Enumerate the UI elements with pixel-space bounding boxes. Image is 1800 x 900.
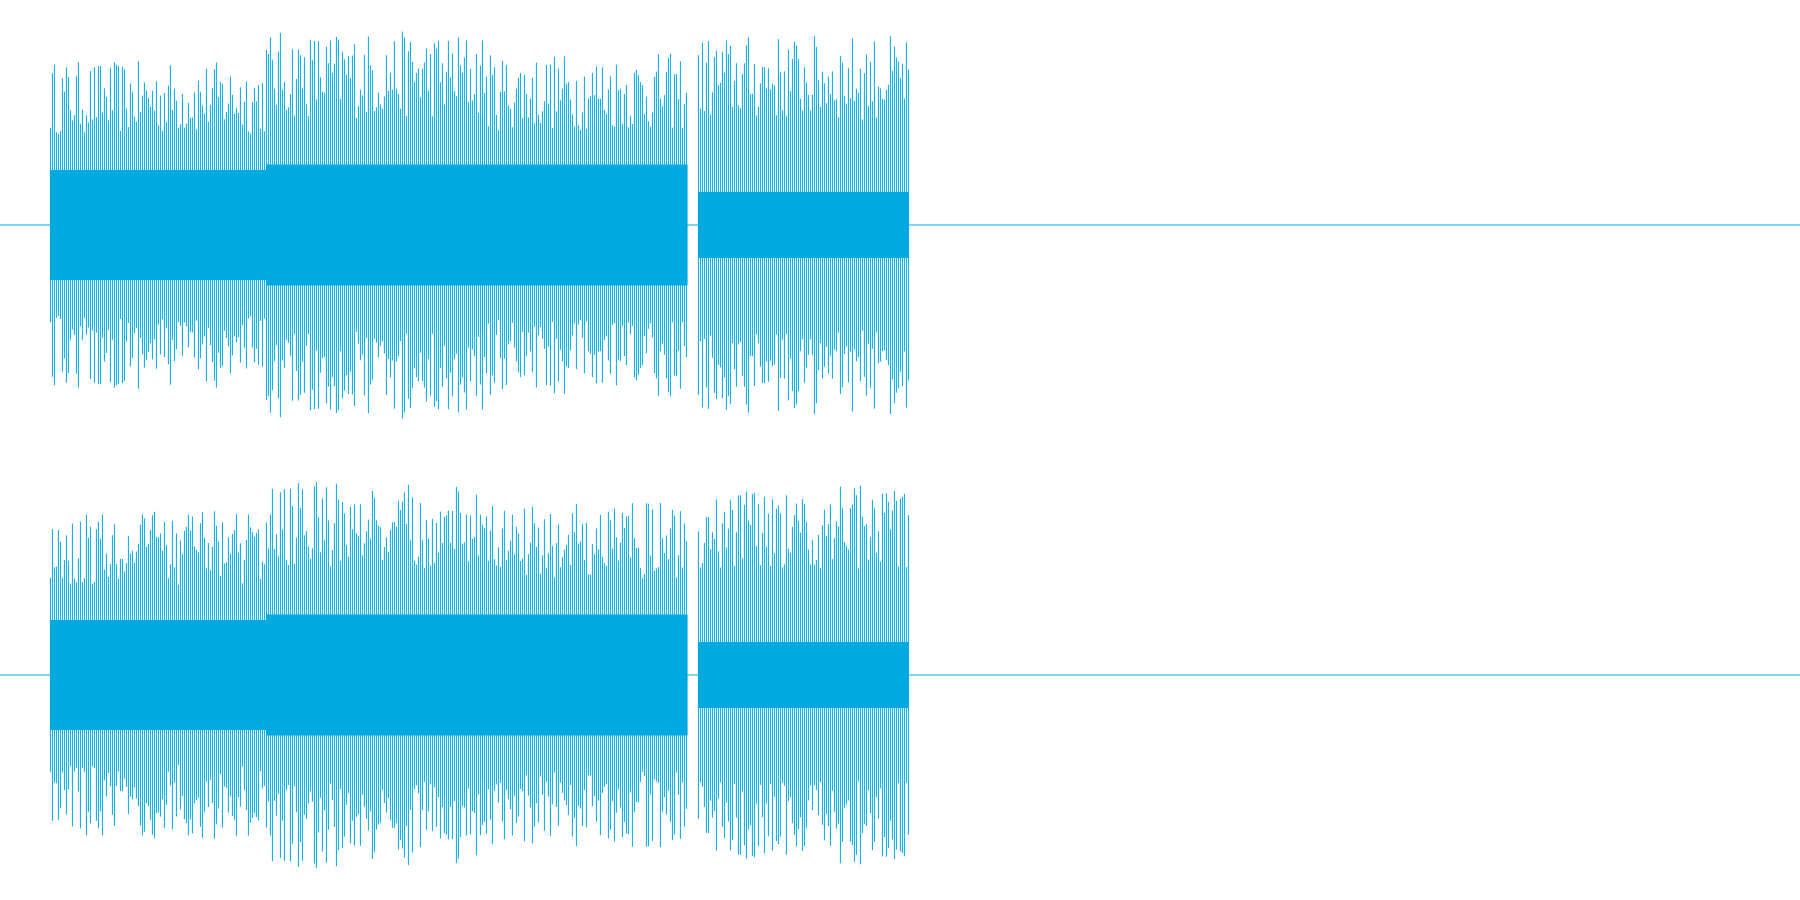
waveform-spikes-segment: [481, 503, 687, 847]
waveform-spikes-segment: [265, 482, 483, 868]
waveform-spikes-segment: [49, 61, 265, 389]
waveform-spikes-segment: [265, 31, 483, 419]
waveform-spikes-segment: [49, 511, 265, 839]
waveform-spikes-segment: [481, 53, 687, 397]
right-channel-track[interactable]: [0, 450, 1800, 900]
waveform-spikes-segment: [697, 36, 909, 414]
right-channel-waveform: [0, 482, 1800, 868]
waveform-spikes-segment: [697, 485, 909, 865]
left-channel-track[interactable]: [0, 0, 1800, 450]
left-channel-waveform: [0, 31, 1800, 419]
